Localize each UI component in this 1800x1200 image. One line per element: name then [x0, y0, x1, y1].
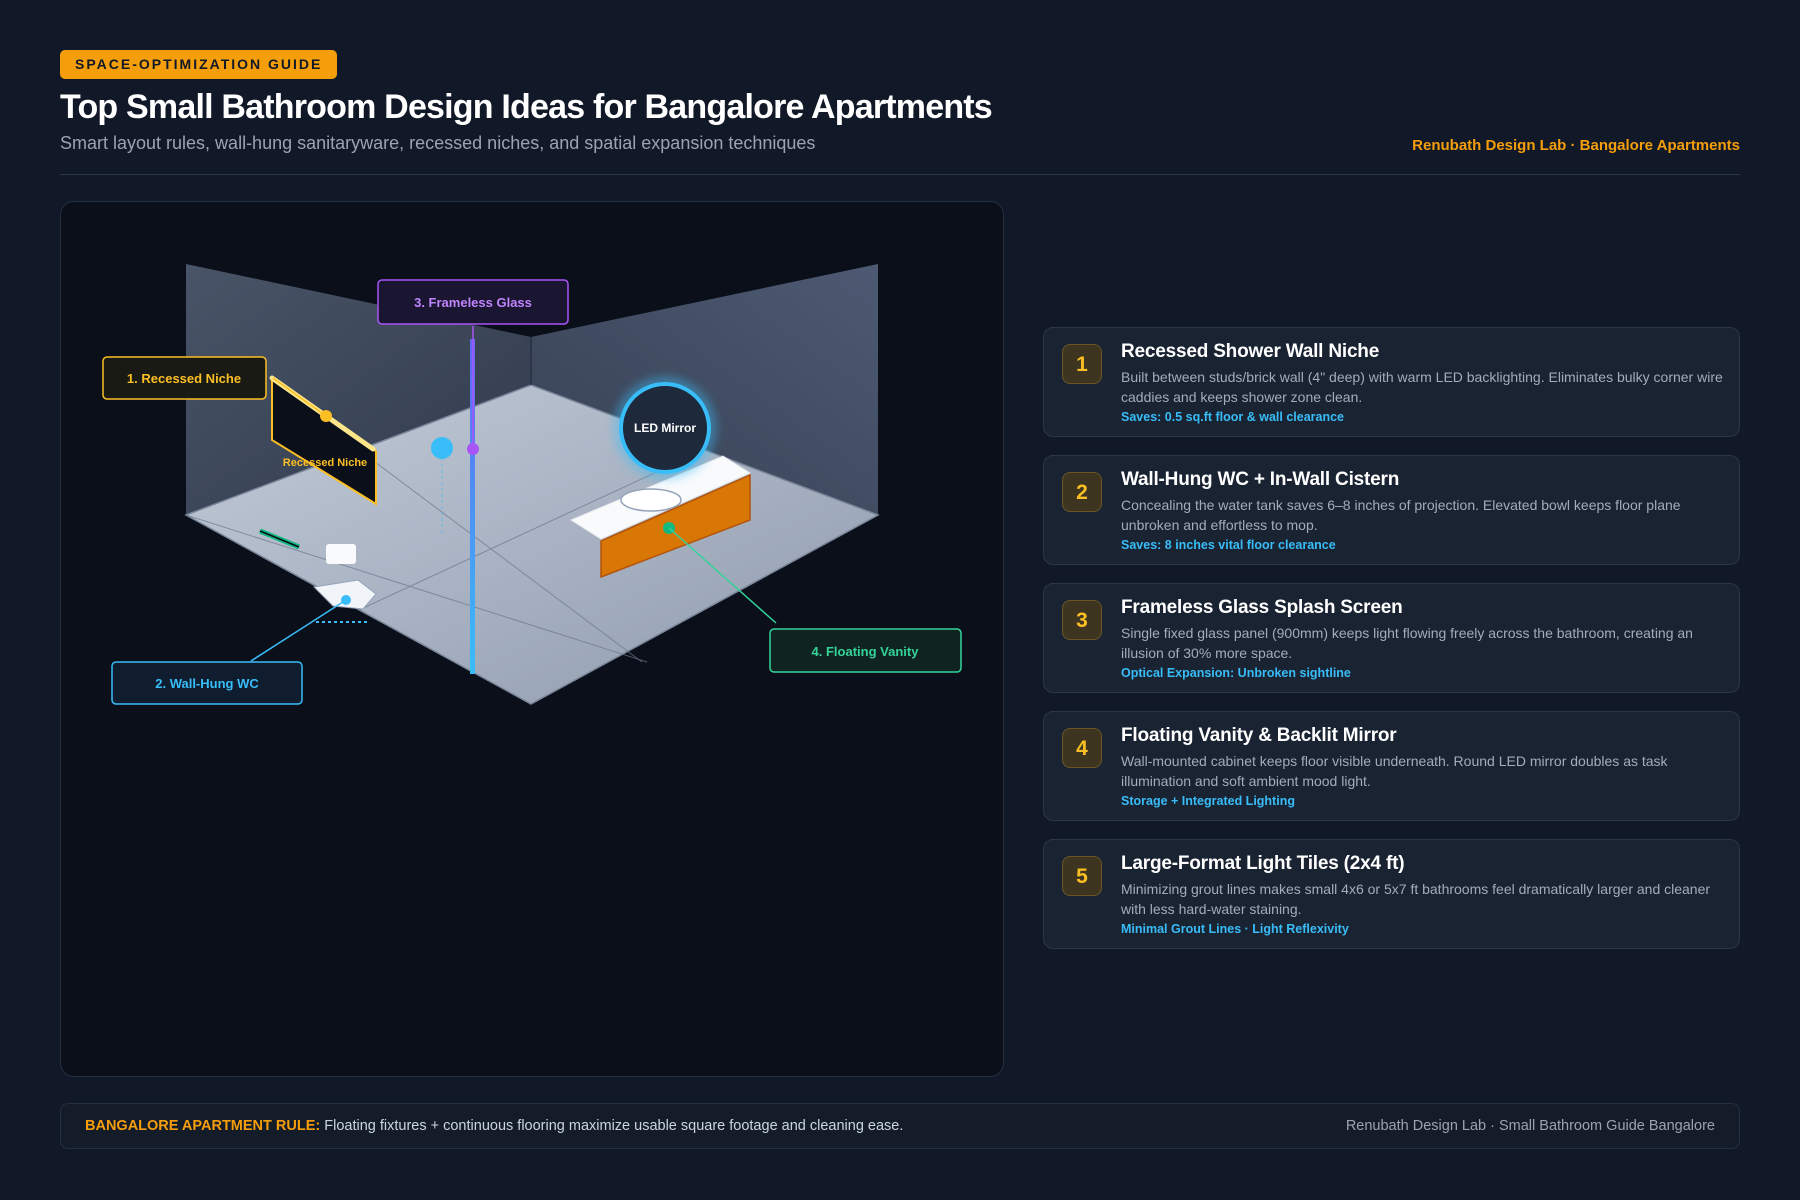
idea-benefit: Saves: 0.5 sq.ft floor & wall clearance — [1121, 410, 1345, 424]
idea-title: Large-Format Light Tiles (2x4 ft) — [1121, 853, 1405, 874]
idea-title: Recessed Shower Wall Niche — [1121, 341, 1380, 362]
idea-number: 1 — [1062, 344, 1102, 384]
footer-bar: BANGALORE APARTMENT RULE: Floating fixtu… — [60, 1103, 1740, 1149]
idea-title: Wall-Hung WC + In-Wall Cistern — [1121, 469, 1400, 490]
guide-badge: SPACE-OPTIMIZATION GUIDE — [60, 50, 338, 79]
idea-number: 5 — [1062, 856, 1102, 896]
linear-drain-slot — [259, 530, 300, 548]
idea-card-wall-hung-wc: 2 Wall-Hung WC + In-Wall Cistern Conceal… — [1043, 455, 1740, 565]
brand-credit: Renubath Design Lab · Bangalore Apartmen… — [1412, 137, 1740, 154]
idea-card-recessed-niche: 1 Recessed Shower Wall Niche Built betwe… — [1043, 327, 1740, 437]
vanity-leader-line — [668, 527, 777, 624]
design-ideas-list: 1 Recessed Shower Wall Niche Built betwe… — [1043, 327, 1740, 967]
niche-leader-line — [272, 377, 327, 417]
isometric-bathroom-diagram: Recessed Niche LED Mirror 1. Recessed Ni… — [102, 264, 962, 705]
wc-leader-line — [250, 599, 347, 662]
idea-card-frameless-glass: 3 Frameless Glass Splash Screen Single f… — [1043, 583, 1740, 693]
vanity-cabinet — [600, 473, 751, 579]
idea-description: Single fixed glass panel (900mm) keeps l… — [1121, 625, 1693, 661]
idea-title: Floating Vanity & Backlit Mirror — [1121, 725, 1397, 746]
footer-rule-text: Floating fixtures + continuous flooring … — [320, 1118, 904, 1134]
right-wall — [531, 264, 878, 515]
callout-wall-hung-wc-text: 2. Wall-Hung WC — [155, 676, 259, 691]
footer-rule: BANGALORE APARTMENT RULE: Floating fixtu… — [85, 1104, 903, 1148]
header-divider — [60, 174, 1740, 175]
callout-wall-hung-wc: 2. Wall-Hung WC — [111, 661, 303, 705]
idea-number: 3 — [1062, 600, 1102, 640]
led-mirror — [619, 382, 711, 474]
callout-recessed-niche-text: 1. Recessed Niche — [127, 371, 241, 386]
callout-recessed-niche: 1. Recessed Niche — [102, 356, 267, 400]
idea-description: Minimizing grout lines makes small 4x6 o… — [1121, 881, 1711, 917]
glass-node-dot — [431, 437, 453, 459]
vanity-basin — [620, 488, 682, 512]
mirror-caption: LED Mirror — [634, 421, 696, 435]
callout-frameless-glass: 3. Frameless Glass — [377, 279, 569, 325]
footer-credit: Renubath Design Lab · Small Bathroom Gui… — [1345, 1118, 1715, 1134]
idea-description: Built between studs/brick wall (4" deep)… — [1121, 369, 1723, 405]
frameless-glass-panel — [470, 339, 475, 674]
idea-benefit: Optical Expansion: Unbroken sightline — [1121, 666, 1351, 680]
bathroom-diagram-panel: Recessed Niche LED Mirror 1. Recessed Ni… — [60, 201, 1004, 1077]
idea-card-floating-vanity: 4 Floating Vanity & Backlit Mirror Wall-… — [1043, 711, 1740, 821]
idea-benefit: Storage + Integrated Lighting — [1121, 794, 1295, 808]
idea-benefit: Minimal Grout Lines · Light Reflexivity — [1121, 922, 1349, 936]
callout-floating-vanity: 4. Floating Vanity — [769, 628, 962, 673]
left-wall — [186, 264, 531, 515]
idea-description: Wall-mounted cabinet keeps floor visible… — [1121, 753, 1668, 789]
tile-grid — [185, 449, 705, 663]
wall-hung-wc — [312, 579, 377, 610]
callout-floating-vanity-text: 4. Floating Vanity — [812, 644, 920, 659]
idea-description: Concealing the water tank saves 6–8 inch… — [1121, 497, 1681, 533]
callout-frameless-glass-text: 3. Frameless Glass — [414, 295, 532, 310]
idea-number: 4 — [1062, 728, 1102, 768]
niche-caption: Recessed Niche — [283, 457, 367, 469]
wc-flush-plate — [326, 544, 356, 564]
idea-benefit: Saves: 8 inches vital floor clearance — [1121, 538, 1336, 552]
page-title: Top Small Bathroom Design Ideas for Bang… — [60, 88, 993, 126]
footer-rule-label: BANGALORE APARTMENT RULE: — [85, 1118, 321, 1134]
idea-card-large-format-tiles: 5 Large-Format Light Tiles (2x4 ft) Mini… — [1043, 839, 1740, 949]
idea-title: Frameless Glass Splash Screen — [1121, 597, 1403, 618]
idea-number: 2 — [1062, 472, 1102, 512]
page-subtitle: Smart layout rules, wall-hung sanitarywa… — [60, 133, 816, 153]
